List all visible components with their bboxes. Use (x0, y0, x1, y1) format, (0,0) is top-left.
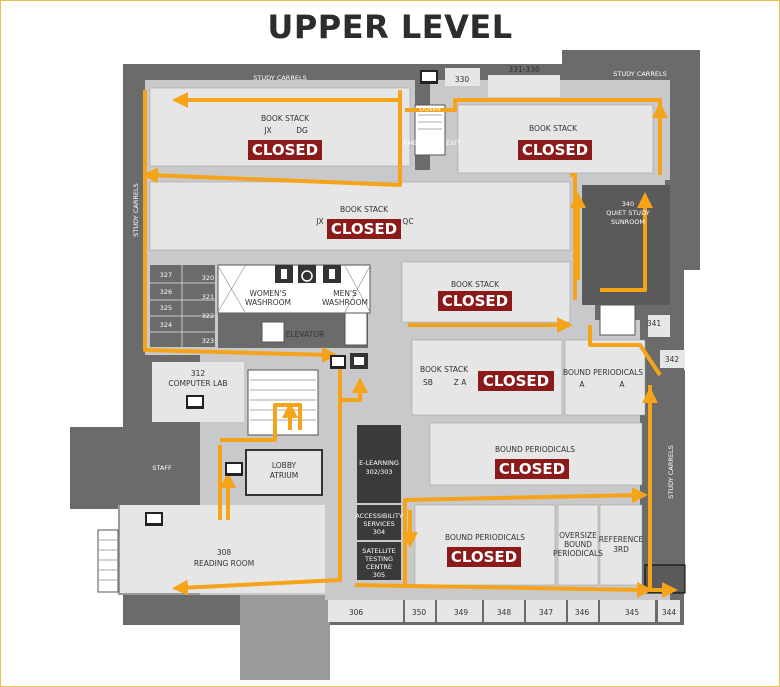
svg-text:347: 347 (539, 608, 554, 617)
svg-text:304: 304 (373, 528, 385, 536)
svg-text:331-336: 331-336 (508, 65, 540, 74)
svg-text:346: 346 (575, 608, 590, 617)
svg-text:305: 305 (373, 571, 385, 579)
svg-text:3RD: 3RD (613, 545, 629, 554)
svg-text:CLOSED: CLOSED (451, 548, 517, 566)
svg-text:302/303: 302/303 (365, 468, 392, 476)
svg-text:BOUND PERIODICALS: BOUND PERIODICALS (563, 368, 643, 377)
svg-text:CLOSED: CLOSED (442, 292, 508, 310)
svg-text:JX: JX (263, 126, 271, 135)
svg-text:342: 342 (665, 355, 680, 364)
svg-text:Z A: Z A (454, 378, 468, 387)
svg-text:341: 341 (647, 319, 662, 328)
svg-text:BOOK STACK: BOOK STACK (451, 280, 500, 289)
svg-text:323: 323 (202, 337, 214, 345)
svg-text:E-LEARNING: E-LEARNING (359, 459, 399, 467)
svg-text:CLOSED: CLOSED (252, 141, 318, 159)
svg-text:BOOK STACK: BOOK STACK (420, 365, 469, 374)
svg-text:WASHROOM: WASHROOM (322, 298, 368, 307)
women-icon (275, 265, 293, 283)
svg-text:REFERENCE: REFERENCE (599, 535, 644, 544)
svg-text:STAFF: STAFF (152, 464, 172, 472)
svg-text:OVERSIZE: OVERSIZE (559, 531, 597, 540)
svg-text:350: 350 (412, 608, 427, 617)
svg-text:SUNROOM: SUNROOM (611, 218, 645, 226)
svg-text:327: 327 (160, 271, 172, 279)
svg-text:330: 330 (455, 75, 470, 84)
svg-text:SB: SB (423, 378, 433, 387)
closed-badge: CLOSED (327, 219, 401, 239)
svg-text:SERVICES: SERVICES (363, 520, 395, 528)
computer-icon (145, 70, 438, 526)
svg-text:344: 344 (662, 608, 677, 617)
svg-text:EMERGENCY EXIT: EMERGENCY EXIT (403, 139, 460, 147)
svg-text:COMPUTER LAB: COMPUTER LAB (168, 379, 227, 388)
svg-text:CENTRE: CENTRE (366, 563, 392, 571)
svg-text:QC: QC (402, 217, 413, 226)
svg-text:DG: DG (296, 126, 308, 135)
svg-text:BOUND PERIODICALS: BOUND PERIODICALS (495, 445, 575, 454)
svg-text:JX: JX (315, 217, 323, 226)
svg-text:BOOK STACK: BOOK STACK (261, 114, 310, 123)
svg-text:TESTING: TESTING (364, 555, 393, 563)
svg-text:LOBBY: LOBBY (272, 461, 297, 470)
svg-text:WASHROOM: WASHROOM (245, 298, 291, 307)
closed-badge: CLOSED (438, 291, 512, 311)
svg-text:QUIET STUDY: QUIET STUDY (606, 209, 649, 217)
wheelchair-icon (298, 265, 316, 283)
svg-text:CLOSED: CLOSED (499, 460, 565, 478)
svg-text:BOUND: BOUND (564, 540, 592, 549)
svg-text:320: 320 (202, 274, 214, 282)
closed-badge: CLOSED (478, 371, 554, 391)
svg-text:BOOK STACK: BOOK STACK (529, 124, 578, 133)
svg-text:348: 348 (497, 608, 512, 617)
men-icon (323, 265, 341, 283)
svg-text:ELEVATOR: ELEVATOR (286, 330, 325, 339)
svg-text:312: 312 (191, 369, 206, 378)
svg-text:322: 322 (202, 312, 214, 320)
svg-text:WOMEN'S: WOMEN'S (250, 289, 287, 298)
svg-text:324: 324 (160, 321, 172, 329)
svg-text:ACCESSIBILITY: ACCESSIBILITY (355, 512, 403, 520)
svg-text:326: 326 (160, 288, 172, 296)
room-labels: STUDY CARRELS STUDY CARRELS 330 331-336 … (132, 65, 679, 617)
svg-text:BOUND PERIODICALS: BOUND PERIODICALS (445, 533, 525, 542)
map-title: UPPER LEVEL (267, 8, 513, 46)
svg-text:CLOSED: CLOSED (522, 141, 588, 159)
closed-badge: CLOSED (495, 459, 569, 479)
svg-text:STUDY CARRELS: STUDY CARRELS (132, 183, 140, 236)
svg-text:A: A (619, 380, 625, 389)
svg-text:PERIODICALS: PERIODICALS (553, 549, 603, 558)
svg-text:CLOSED: CLOSED (331, 220, 397, 238)
elevator-icon (350, 353, 368, 369)
svg-text:306: 306 (349, 608, 364, 617)
svg-text:321: 321 (202, 293, 214, 301)
svg-text:MEN'S: MEN'S (333, 289, 357, 298)
evacuation-paths (142, 90, 678, 598)
svg-text:CLOSED: CLOSED (483, 372, 549, 390)
closed-badge: CLOSED (447, 547, 521, 567)
svg-text:325: 325 (160, 304, 172, 312)
svg-text:STUDY CARRELS: STUDY CARRELS (667, 445, 675, 498)
svg-text:READING ROOM: READING ROOM (194, 559, 254, 568)
svg-text:BOOK STACK: BOOK STACK (340, 205, 389, 214)
closed-badge: CLOSED (518, 140, 592, 160)
svg-text:DOWN: DOWN (419, 105, 441, 113)
svg-text:340: 340 (622, 200, 634, 208)
svg-text:349: 349 (454, 608, 469, 617)
svg-text:SATELLITE: SATELLITE (362, 547, 396, 555)
svg-text:345: 345 (625, 608, 640, 617)
svg-text:ATRIUM: ATRIUM (270, 471, 299, 480)
svg-text:STUDY CARRELS: STUDY CARRELS (253, 74, 306, 82)
svg-text:STUDY CARRELS: STUDY CARRELS (613, 70, 666, 78)
svg-text:A: A (579, 380, 585, 389)
closed-badge: CLOSED (248, 140, 322, 160)
svg-text:308: 308 (217, 548, 232, 557)
